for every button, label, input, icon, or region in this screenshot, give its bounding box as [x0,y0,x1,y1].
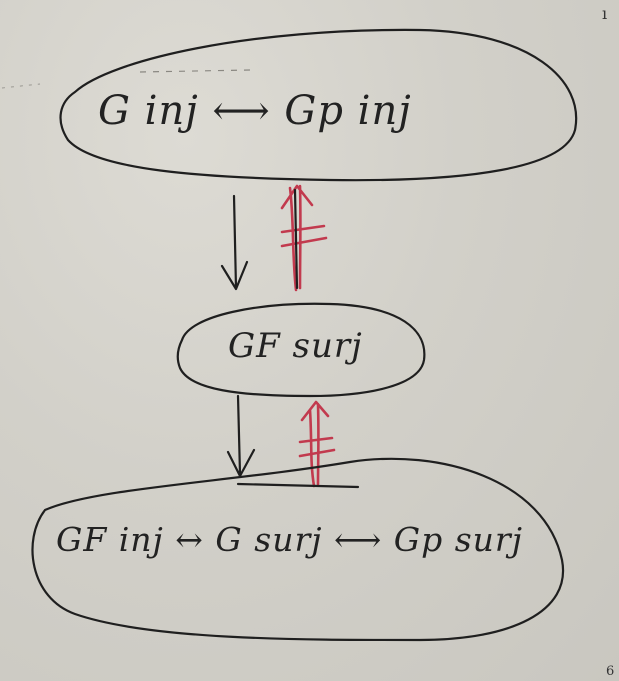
faint-mark [1,83,41,89]
bottom-expression: GF inj ↔ G surj ⟷ Gp surj [56,520,523,559]
corner-mark-top: ı [602,4,608,23]
bottom-baseline [236,482,360,489]
down-arrow-1 [220,194,249,291]
middle-ellipse [176,302,426,398]
faint-dashed-line [139,69,251,73]
middle-expression: GF surj [228,326,363,366]
bottom-ellipse [31,457,565,642]
corner-mark-bottom: 6 [606,664,615,679]
top-ellipse [59,28,578,182]
down-arrow-2 [226,394,256,478]
red-not-implies-arrow-2 [298,400,336,488]
red-not-implies-arrow-1 [280,184,328,292]
red-arrow-shadow-1 [293,188,299,290]
top-expression: G inj ⟷ Gp inj [98,88,412,134]
